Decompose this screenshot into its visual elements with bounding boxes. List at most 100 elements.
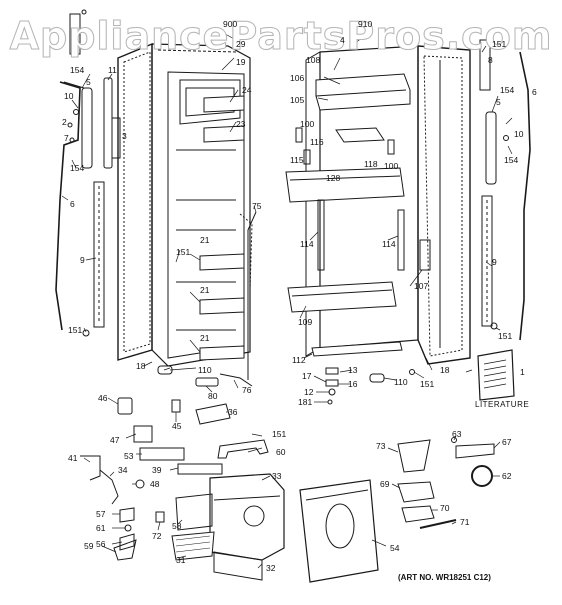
callout-62: 62 [502,471,512,481]
freezer-door-shelf-21c [199,345,245,361]
right-hinge-parts [479,39,531,341]
callout-18-a: 18 [136,361,146,371]
part-63 [451,437,457,443]
callout-151-b: 151 [176,247,191,257]
part-67 [455,443,495,459]
bracket-3 [111,117,121,159]
clip-115 [303,149,311,165]
callout-910: 910 [358,19,373,29]
callout-110-b: 110 [394,377,408,387]
callout-13: 13 [348,365,358,375]
callout-105: 105 [290,95,305,105]
callout-9-a: 9 [80,255,85,265]
ring-62 [471,465,493,487]
wire-34 [99,469,119,505]
trim-part-top-left [69,13,81,55]
callout-6-b: 6 [532,87,537,97]
callout-33: 33 [272,471,282,481]
callout-151-f: 151 [272,429,287,439]
callout-900: 900 [223,19,238,29]
callout-114-b: 114 [382,239,396,249]
callout-4: 4 [340,35,345,45]
callout-12: 12 [304,387,314,397]
callout-73: 73 [376,441,386,451]
callout-5-b: 5 [496,97,501,107]
part-70 [401,505,435,523]
callout-2: 2 [62,117,67,127]
shelf-rail-114-left [317,199,325,271]
part-110-right [369,373,385,383]
callout-61: 61 [96,523,106,533]
callout-112: 112 [292,355,306,365]
callout-151-c: 151 [420,379,435,389]
freezer-door-shelf-21a [199,253,245,271]
callout-57: 57 [96,509,106,519]
callout-36: 36 [228,407,238,417]
callout-54: 54 [390,543,400,553]
callout-59: 59 [84,541,94,551]
callout-16: 16 [348,379,358,389]
strip-112 [311,341,403,357]
literature-label: LITERATURE [475,400,530,409]
part-69 [397,481,435,503]
fresh-food-assembly [285,45,471,405]
part-57 [119,507,135,523]
part-80 [195,377,219,387]
handle-cap-11 [103,77,113,169]
part-45 [171,399,181,413]
callout-109: 109 [298,317,313,327]
callout-69: 69 [380,479,390,489]
part-107 [419,239,431,271]
freezer-upper-bin [179,79,241,125]
callout-10-a: 10 [64,91,74,101]
freezer-door-shelf-21b [199,297,245,315]
callout-151-d: 151 [492,39,507,49]
freezer-door-liner [151,43,251,367]
freezer-door-shelf-23 [203,125,245,143]
callout-5-a: 5 [86,77,91,87]
callout-75: 75 [252,201,262,211]
part-59 [113,539,137,561]
callout-151-a: 151 [68,325,83,335]
callout-19: 19 [236,57,246,67]
bracket-60 [217,439,269,459]
callout-7: 7 [64,133,69,143]
callout-45: 45 [172,421,182,431]
callout-56: 56 [96,539,106,549]
callout-39: 39 [152,465,162,475]
callout-21-a: 21 [200,235,210,245]
part-36 [195,403,231,425]
callout-21-c: 21 [200,333,210,343]
chute-54 [299,479,379,583]
freezer-door-shelf-24 [203,95,245,113]
wire-harness-75 [247,211,257,380]
door-trim-154-left [55,81,81,331]
callout-47: 47 [110,435,120,445]
screw-151-left [82,329,90,337]
plate-39 [177,463,223,475]
callout-9-b: 9 [492,257,497,267]
part-76 [219,373,253,387]
callout-32: 32 [266,563,276,573]
callout-6-a: 6 [70,199,75,209]
clip-100-right [387,139,395,155]
callout-34: 34 [118,465,128,475]
screw-181 [327,399,333,405]
callout-3: 3 [122,131,127,141]
door-bin-109 [287,281,397,313]
screw-10-left [73,109,79,115]
bracket-58 [175,493,213,531]
trim-strip-9-left [93,181,105,328]
callout-11: 11 [108,65,117,75]
callout-46: 46 [98,393,108,403]
callout-151-e: 151 [498,331,513,341]
part-13 [325,367,339,375]
part-46 [117,397,133,415]
callout-63: 63 [452,429,462,439]
part-72 [155,511,165,523]
callout-107: 107 [414,281,429,291]
callout-58: 58 [172,521,182,531]
clip-100-left [295,127,303,143]
callout-18-b: 18 [440,365,450,375]
